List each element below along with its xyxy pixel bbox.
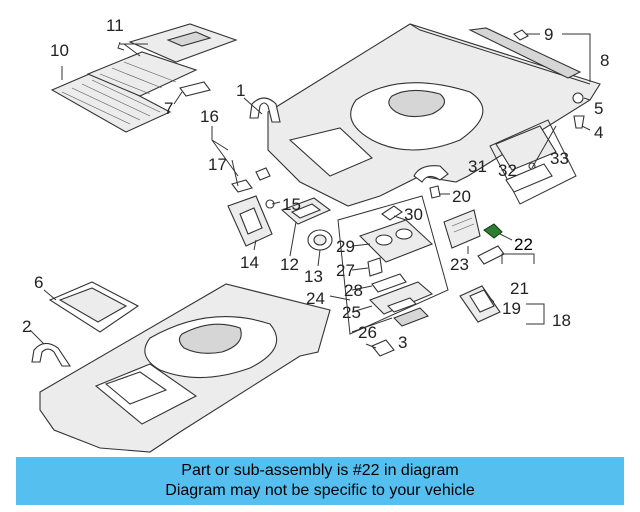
callout-6: 6 bbox=[34, 273, 43, 292]
callout-21: 21 bbox=[510, 279, 529, 298]
sun-visor-14 bbox=[227, 195, 273, 247]
lamp-13 bbox=[307, 229, 333, 251]
callout-23: 23 bbox=[450, 255, 469, 274]
part-22-highlighted bbox=[483, 223, 513, 241]
callout-3: 3 bbox=[398, 333, 407, 352]
info-banner: Part or sub-assembly is #22 in diagram D… bbox=[16, 457, 624, 505]
panel-11-upper bbox=[128, 23, 238, 63]
callout-10: 10 bbox=[50, 41, 69, 60]
callout-labels: 11 10 7 1 9 8 5 4 16 17 15 14 12 13 6 2 … bbox=[22, 16, 609, 352]
panel-11-lower bbox=[86, 51, 198, 97]
lamp-18-19 bbox=[459, 285, 545, 325]
callout-2: 2 bbox=[22, 317, 31, 336]
callout-12: 12 bbox=[280, 255, 299, 274]
rail-8 bbox=[468, 27, 582, 79]
callout-33: 33 bbox=[550, 149, 569, 168]
handle-2 bbox=[31, 342, 72, 367]
callout-24: 24 bbox=[306, 289, 325, 308]
callout-30: 30 bbox=[404, 205, 423, 224]
callout-31: 31 bbox=[468, 157, 487, 176]
leader-lines bbox=[29, 33, 591, 349]
clip-3 bbox=[371, 339, 395, 357]
console-group-box bbox=[337, 195, 449, 335]
sunroof-glass-6 bbox=[48, 281, 140, 333]
callout-7: 7 bbox=[164, 99, 173, 118]
callout-9: 9 bbox=[544, 25, 553, 44]
handle-1 bbox=[249, 97, 281, 123]
headliner-lower bbox=[39, 283, 331, 453]
callout-17: 17 bbox=[208, 155, 227, 174]
headliner-upper bbox=[267, 23, 601, 207]
banner-line-2: Diagram may not be specific to your vehi… bbox=[165, 482, 475, 499]
callout-5: 5 bbox=[594, 99, 603, 118]
switch-21 bbox=[477, 245, 535, 265]
callout-13: 13 bbox=[304, 267, 323, 286]
callout-16: 16 bbox=[200, 107, 219, 126]
callout-22: 22 bbox=[514, 235, 533, 254]
callout-19: 19 bbox=[502, 299, 521, 318]
callout-29: 29 bbox=[336, 237, 355, 256]
callout-8: 8 bbox=[600, 51, 609, 70]
callout-1: 1 bbox=[236, 81, 245, 100]
banner-line-1: Part or sub-assembly is #22 in diagram bbox=[181, 462, 459, 479]
bracket-23 bbox=[443, 209, 481, 249]
callout-28: 28 bbox=[344, 281, 363, 300]
clips-4-5 bbox=[572, 92, 585, 129]
grab-handle-20 bbox=[413, 165, 449, 199]
callout-27: 27 bbox=[336, 261, 355, 280]
lamp-7 bbox=[179, 81, 211, 97]
callout-11: 11 bbox=[106, 16, 124, 35]
callout-14: 14 bbox=[240, 253, 259, 272]
callout-18: 18 bbox=[552, 311, 571, 330]
callout-15: 15 bbox=[282, 195, 301, 214]
callout-4: 4 bbox=[594, 123, 603, 142]
panel-10 bbox=[50, 71, 172, 133]
callout-25: 25 bbox=[342, 303, 361, 322]
map-lamp-group-box bbox=[489, 119, 577, 205]
console-12 bbox=[280, 197, 332, 225]
callout-20: 20 bbox=[452, 187, 471, 206]
callout-32: 32 bbox=[498, 161, 517, 180]
callout-26: 26 bbox=[358, 323, 377, 342]
